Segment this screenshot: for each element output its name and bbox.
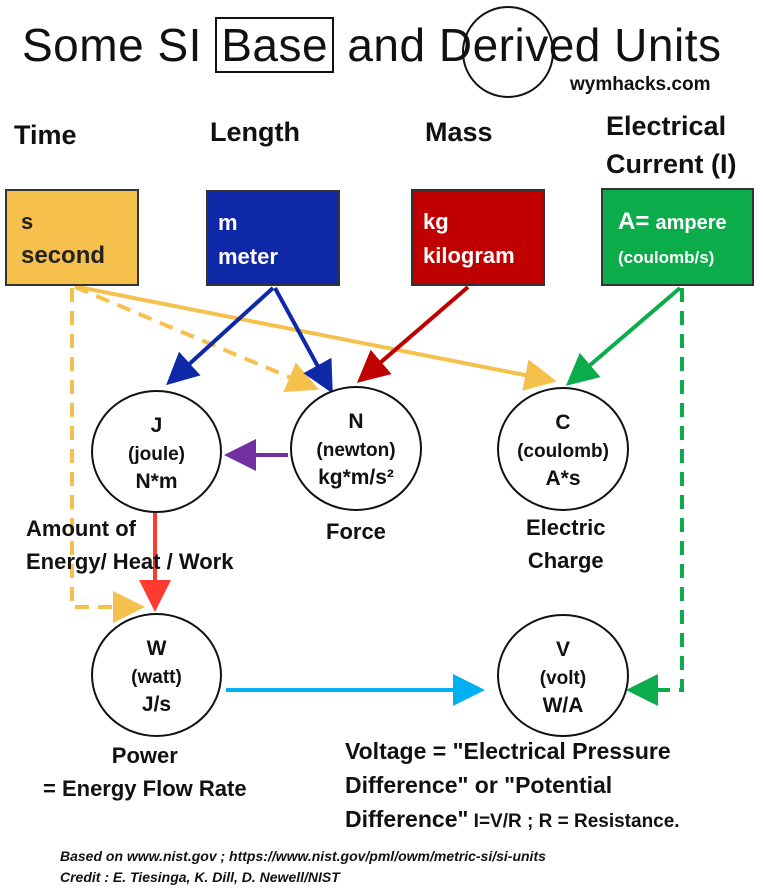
- volt-name: (volt): [539, 668, 587, 689]
- circle-watt: W (watt) J/s: [91, 613, 222, 737]
- heading-current: Electrical Current (I): [606, 111, 737, 186]
- base-box-meter: m meter: [206, 190, 340, 286]
- watt-symbol: W: [146, 637, 167, 660]
- coulomb-expr: A*s: [545, 467, 581, 490]
- arrow-current-to-volt: [626, 288, 684, 706]
- newton-name: (newton): [316, 440, 396, 461]
- joule-symbol: J: [150, 414, 163, 437]
- title-text-mid: and Deri: [334, 19, 526, 71]
- label-voltage-line2: Difference" or "Potential: [345, 772, 613, 798]
- watt-expr: J/s: [141, 693, 172, 716]
- label-voltage-line1: Voltage = "Electrical Pressure: [345, 738, 671, 764]
- symbol-ampere-line: A= ampere: [618, 206, 742, 239]
- joule-name: (joule): [128, 444, 185, 465]
- symbol-s: s: [21, 209, 34, 234]
- label-power: Power = Energy Flow Rate: [43, 739, 247, 805]
- heading-current-line2: Current (I): [606, 149, 737, 179]
- name-kilogram: kilogram: [423, 243, 515, 268]
- label-charge: Electric Charge: [526, 511, 606, 577]
- base-box-second: s second: [5, 189, 139, 286]
- newton-symbol: N: [348, 410, 364, 433]
- name-coulomb-per-s: (coulomb/s): [618, 248, 715, 267]
- heading-length: Length: [210, 117, 300, 147]
- base-box-ampere: A= ampere (coulomb/s): [601, 188, 754, 286]
- symbol-m: m: [218, 210, 238, 235]
- label-energy-line1: Amount of: [26, 516, 136, 541]
- label-charge-line2: Charge: [527, 548, 604, 573]
- coulomb-symbol: C: [555, 411, 571, 434]
- title-circle-highlight: [462, 6, 554, 98]
- label-energy-line2: Energy/ Heat / Work: [26, 549, 234, 574]
- circle-joule: J (joule) N*m: [91, 390, 222, 513]
- footer-credit: Credit : E. Tiesinga, K. Dill, D. Newell…: [60, 869, 340, 885]
- title-circled-letter: v: [525, 19, 549, 71]
- arrow-time-to-newton: [74, 285, 320, 392]
- volt-expr: W/A: [542, 694, 584, 717]
- name-ampere: ampere: [655, 212, 727, 234]
- heading-mass: Mass: [425, 117, 493, 147]
- name-meter: meter: [218, 244, 278, 269]
- label-force: Force: [326, 519, 386, 544]
- joule-expr: N*m: [135, 470, 178, 493]
- title-text-post: ed Units: [548, 19, 722, 71]
- label-power-line2: = Energy Flow Rate: [43, 776, 247, 801]
- arrow-length-to-joule: [166, 286, 275, 386]
- arrow-mass-to-newton: [356, 285, 470, 383]
- label-voltage: Voltage = "Electrical Pressure Differenc…: [345, 734, 680, 839]
- label-charge-line1: Electric: [526, 515, 606, 540]
- name-second: second: [21, 242, 106, 269]
- title-boxed-word: Base: [215, 17, 335, 73]
- volt-symbol: V: [555, 638, 570, 661]
- coulomb-name: (coulomb): [517, 441, 609, 462]
- label-ohms-law: I=V/R ; R = Resistance.: [468, 811, 680, 832]
- title-text-pre: Some SI: [22, 19, 216, 71]
- arrow-current-to-coulomb: [565, 286, 682, 386]
- circle-coulomb: C (coulomb) A*s: [497, 387, 629, 511]
- heading-current-line1: Electrical: [606, 111, 727, 141]
- newton-expr: kg*m/s²: [318, 466, 394, 489]
- label-voltage-line3: Difference": [345, 806, 469, 832]
- heading-time: Time: [14, 120, 77, 150]
- symbol-kg: kg: [423, 209, 449, 234]
- label-power-line1: Power: [111, 743, 178, 768]
- label-energy: Amount of Energy/ Heat / Work: [26, 512, 233, 578]
- arrow-length-to-newton: [273, 287, 333, 394]
- page-title: Some SI Base and Derived Units: [22, 17, 722, 73]
- watt-name: (watt): [131, 667, 182, 688]
- footer-source: Based on www.nist.gov ; https://www.nist…: [60, 848, 546, 864]
- arrow-time-to-coulomb: [77, 285, 557, 391]
- circle-volt: V (volt) W/A: [497, 614, 629, 737]
- base-box-kilogram: kg kilogram: [411, 189, 545, 286]
- site-credit: wymhacks.com: [570, 74, 711, 95]
- circle-newton: N (newton) kg*m/s²: [290, 386, 422, 511]
- symbol-a: A=: [618, 208, 650, 235]
